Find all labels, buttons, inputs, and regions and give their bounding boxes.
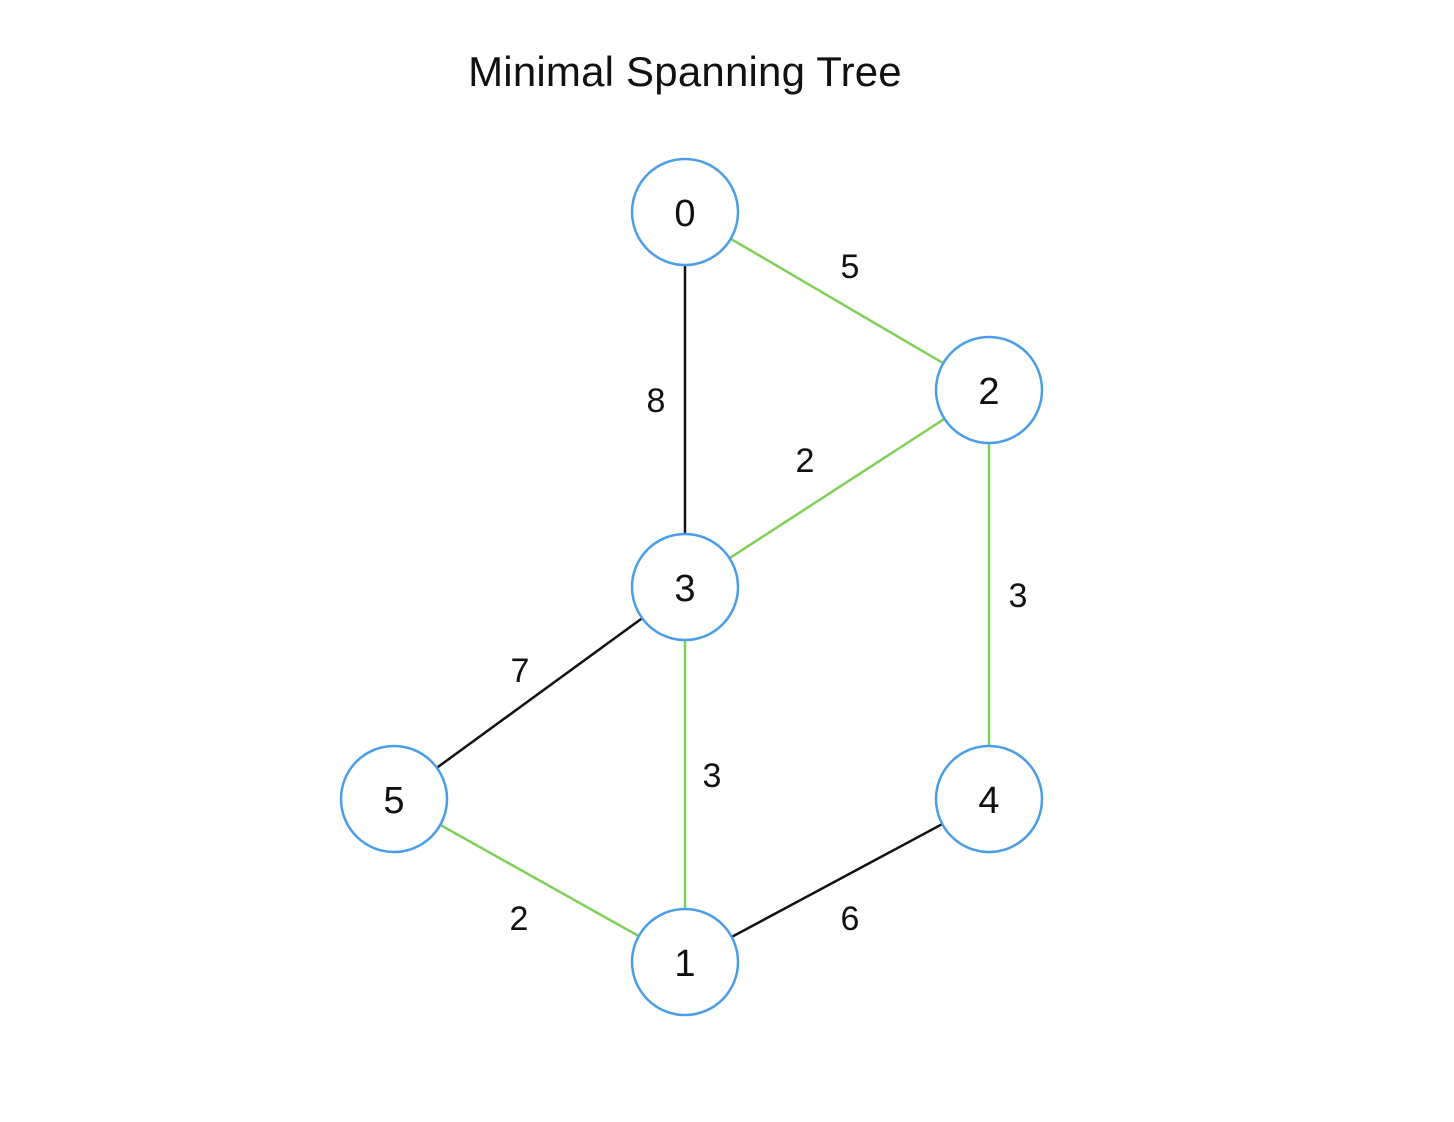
node-1: 1 [630,907,740,1017]
node-2: 2 [934,335,1044,445]
node-circle-4 [934,744,1044,854]
edge-weight-2-3: 2 [796,442,815,480]
node-label-5: 5 [383,780,404,822]
edge-1-4 [731,822,943,939]
node-0: 0 [630,157,740,267]
node-label-4: 4 [978,780,999,822]
node-label-3: 3 [674,568,695,610]
edge-weight-0-3: 8 [647,382,666,420]
edge-weight-0-2: 5 [841,248,860,286]
edge-0-2 [730,237,944,365]
node-circle-1 [630,907,740,1017]
node-circle-2 [934,335,1044,445]
diagram-title: Minimal Spanning Tree [468,48,902,95]
edge-3-5 [436,617,643,769]
node-label-1: 1 [674,943,695,985]
edge-2-3 [728,417,946,560]
node-circle-5 [339,744,449,854]
edge-weight-3-1: 3 [703,757,722,795]
node-label-0: 0 [674,193,695,235]
node-circle-0 [630,157,740,267]
edge-weight-5-1: 2 [510,900,529,938]
node-circle-3 [630,532,740,642]
node-4: 4 [934,744,1044,854]
edge-weight-3-5: 7 [511,652,530,690]
node-3: 3 [630,532,740,642]
node-5: 5 [339,744,449,854]
edge-weight-1-4: 6 [841,900,860,938]
nodes-layer: 0 1 2 3 4 5 [339,157,1044,1017]
node-label-2: 2 [978,371,999,413]
edges-layer: 5 8 2 3 7 3 2 6 [436,237,1028,939]
edge-weight-2-4: 3 [1009,577,1028,615]
edge-5-1 [439,823,640,938]
